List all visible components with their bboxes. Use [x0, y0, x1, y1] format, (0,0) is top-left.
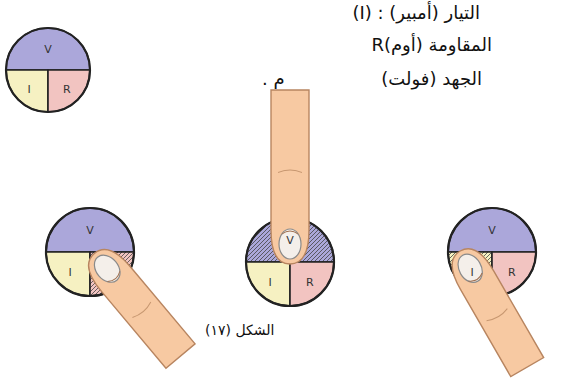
quantity-letter: I — [69, 266, 72, 277]
ohm-circle-outline — [448, 208, 536, 296]
quantity-letter: R — [306, 276, 314, 287]
quantity-letter: I — [471, 266, 474, 277]
legend-line: الجهد (فولت) — [381, 68, 482, 90]
circle-sector — [6, 28, 90, 70]
ohm-circle: V I R — [246, 218, 334, 306]
quantity-letter: V — [44, 44, 52, 55]
finger-drawing — [444, 242, 544, 377]
quantity-letter: V — [488, 225, 496, 236]
finger-drawing — [271, 90, 309, 264]
quantity-letter: V — [86, 225, 94, 236]
quantity-letter: I — [269, 276, 272, 287]
quantity-letter: R — [508, 266, 516, 277]
ohm-circle: V I R — [6, 28, 90, 112]
circle-sector — [46, 208, 134, 252]
circle-rim — [6, 28, 90, 112]
ohm-circle: VI — [46, 208, 134, 296]
circle-sector — [448, 208, 536, 252]
quantity-letter: V — [286, 235, 294, 246]
quantity-letter: I — [27, 83, 30, 94]
ohm-circle-outline — [46, 208, 134, 296]
finger-drawing — [80, 241, 195, 368]
quantity-letter: R — [63, 83, 71, 94]
ohm-circle-outline — [246, 218, 334, 306]
legend-line: التيار (أمبير) : (I) — [352, 2, 480, 24]
legend-line: المقاومة (أوم)R — [371, 34, 492, 56]
figure-caption: الشكل (١٧) — [205, 322, 274, 338]
ohm-circle-outline — [6, 28, 90, 112]
legend-line: م . — [262, 68, 285, 90]
ohm-circle: V I R — [448, 208, 536, 296]
